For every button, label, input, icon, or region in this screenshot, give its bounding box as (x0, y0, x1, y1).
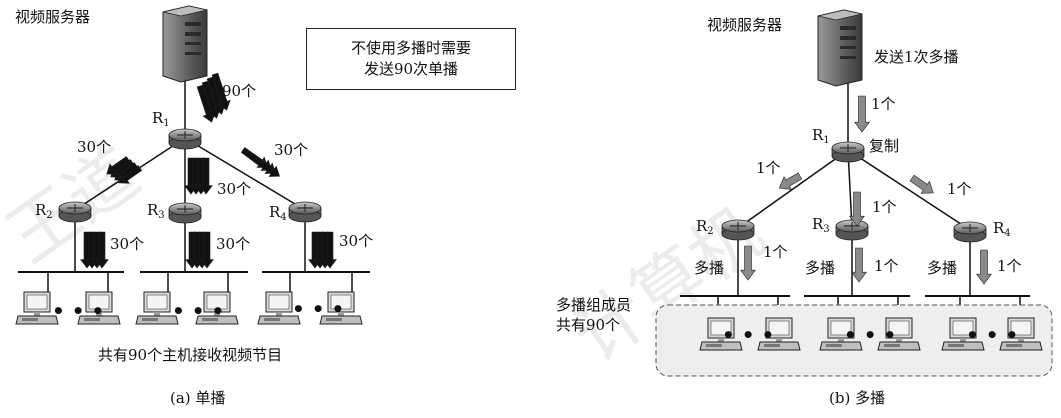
send-label: 发送1次多播 (874, 48, 959, 66)
count-label-30-r3: 30个 (217, 180, 252, 198)
count-label-30-lan3: 30个 (216, 235, 251, 253)
group-label-line2: 共有90个 (556, 316, 621, 334)
ellipsis-dots: • • • (966, 323, 1018, 347)
arrow-icon (323, 231, 337, 269)
caption-multicast: (b) 多播 (829, 389, 886, 407)
group-label-line1: 多播组成员 (556, 296, 632, 314)
computer-icon (999, 317, 1043, 351)
computer-icon (257, 291, 301, 325)
count-label-30-lan4: 30个 (339, 232, 374, 250)
multicast-label-lan3: 多播 (805, 259, 836, 277)
router-label-r2-b: R2 (696, 217, 714, 237)
caption-unicast: (a) 单播 (170, 389, 226, 407)
computer-icon (877, 317, 921, 351)
count-label-1-top: 1个 (871, 95, 896, 113)
copy-label: 复制 (869, 137, 900, 155)
router-icon (58, 201, 92, 223)
router-label-r1-a: R1 (152, 109, 170, 129)
arrow-icon (909, 174, 934, 194)
count-label-90: 90个 (222, 82, 257, 100)
router-icon (953, 221, 987, 243)
hosts-note: 共有90个主机接收视频节目 (98, 346, 283, 364)
ellipsis-dots: • • • (844, 323, 896, 347)
router-icon (168, 202, 202, 224)
count-label-30-lan2: 30个 (110, 235, 145, 253)
link-line (847, 149, 853, 229)
ellipsis-dots: • • • (52, 299, 104, 323)
router-icon (721, 219, 755, 241)
router-icon (168, 128, 202, 150)
count-label-1-lan2: 1个 (763, 243, 788, 261)
router-icon (835, 219, 869, 241)
computer-icon (195, 291, 239, 325)
computer-icon (819, 317, 863, 351)
arrow-icon (106, 156, 131, 175)
arrow-icon (211, 72, 231, 111)
count-label-1-r4: 1个 (947, 180, 972, 198)
arrow-icon (849, 191, 865, 227)
computer-icon (135, 291, 179, 325)
arrow-icon (854, 95, 870, 133)
router-label-r1-b: R1 (812, 126, 830, 146)
multicast-label-lan2: 多播 (694, 259, 725, 277)
router-label-r4-a: R4 (269, 203, 287, 223)
arrow-icon (199, 157, 213, 195)
server-icon (162, 5, 208, 83)
arrow-icon (976, 249, 992, 285)
multicast-label-lan4: 多播 (927, 259, 958, 277)
server-label-a: 视频服务器 (15, 8, 91, 26)
link-line (184, 137, 306, 211)
router-label-r2-a: R2 (35, 201, 53, 221)
server-icon (817, 9, 863, 87)
count-label-1-r2: 1个 (756, 159, 781, 177)
arrow-icon (740, 245, 756, 281)
unicast-note-box: 不使用多播时需要 发送90次单播 (306, 28, 516, 90)
count-label-1-r3: 1个 (872, 198, 897, 216)
router-label-r3-a: R3 (147, 201, 165, 221)
arrow-icon (851, 247, 867, 283)
arrow-icon (95, 231, 109, 269)
unicast-note-line1: 不使用多播时需要 (350, 39, 471, 57)
ellipsis-dots: • • • (172, 299, 224, 323)
count-label-30-r2: 30个 (77, 138, 112, 156)
count-label-1-lan3: 1个 (874, 257, 899, 275)
ellipsis-dots: • • • (722, 323, 774, 347)
computer-icon (941, 317, 985, 351)
router-icon (288, 201, 322, 223)
ellipsis-dots: • • • (292, 297, 344, 321)
unicast-note-line2: 发送90次单播 (363, 60, 459, 78)
count-label-30-r4: 30个 (274, 141, 309, 159)
count-label-1-lan4: 1个 (997, 257, 1022, 275)
server-label-b: 视频服务器 (707, 16, 783, 34)
link-line (737, 149, 849, 229)
computer-icon (77, 291, 121, 325)
computer-icon (699, 317, 743, 351)
arrow-icon (252, 156, 280, 177)
router-icon (831, 141, 865, 163)
arrow-icon (200, 231, 214, 269)
router-label-r4-b: R4 (993, 219, 1011, 239)
computer-icon (319, 291, 363, 325)
computer-icon (757, 317, 801, 351)
link-line (847, 149, 971, 231)
router-label-r3-b: R3 (812, 215, 830, 235)
computer-icon (15, 291, 59, 325)
arrow-icon (778, 172, 803, 190)
